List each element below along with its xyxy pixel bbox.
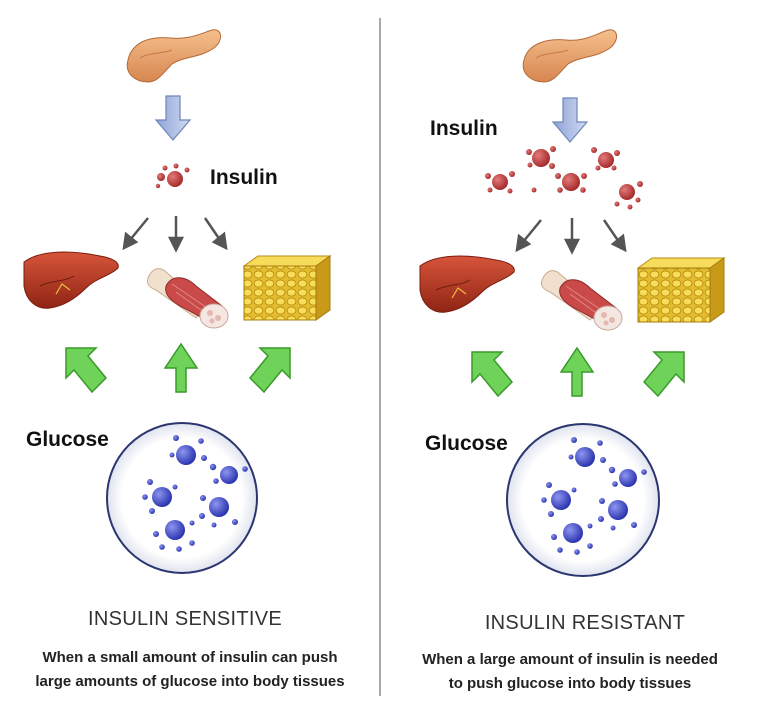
right-glucose-label: Glucose bbox=[425, 432, 508, 455]
right-title: INSULIN RESISTANT bbox=[484, 612, 686, 634]
glucose-circle bbox=[106, 422, 258, 574]
insulin-release-arrow bbox=[551, 97, 589, 143]
fat-tissue-icon bbox=[242, 255, 332, 321]
left-title: INSULIN SENSITIVE bbox=[87, 608, 283, 630]
liver-icon bbox=[23, 251, 119, 309]
insulin-release-arrow bbox=[154, 95, 192, 141]
left-insulin-label: Insulin bbox=[210, 166, 278, 189]
glucose-molecules bbox=[142, 435, 248, 552]
muscle-icon bbox=[147, 268, 229, 329]
left-glucose-label: Glucose bbox=[26, 428, 109, 451]
liver-icon bbox=[419, 255, 515, 313]
left-description-line1: When a small amount of insulin can push bbox=[42, 649, 338, 666]
fat-tissue-icon bbox=[636, 257, 726, 323]
pancreas-icon bbox=[522, 29, 617, 83]
insulin-molecules bbox=[485, 146, 643, 210]
glucose-uptake-arrows bbox=[65, 342, 291, 394]
right-insulin-label: Insulin bbox=[430, 117, 498, 140]
pancreas-icon bbox=[126, 29, 221, 83]
right-description-line2: to push glucose into body tissues bbox=[448, 675, 692, 692]
left-description: When a small amount of insulin can push … bbox=[0, 646, 380, 694]
panel-divider bbox=[379, 18, 381, 696]
right-description: When a large amount of insulin is needed… bbox=[380, 648, 760, 696]
right-description-line1: When a large amount of insulin is needed bbox=[422, 651, 718, 668]
insulin-molecules bbox=[155, 163, 190, 189]
insulin-target-arrows bbox=[515, 218, 627, 255]
muscle-icon bbox=[541, 270, 623, 331]
left-description-line2: large amounts of glucose into body tissu… bbox=[35, 673, 345, 690]
right-panel bbox=[419, 29, 726, 577]
glucose-uptake-arrows bbox=[471, 346, 685, 398]
left-panel bbox=[23, 29, 332, 574]
glucose-circle bbox=[506, 423, 660, 577]
insulin-target-arrows bbox=[122, 216, 228, 253]
glucose-molecules bbox=[541, 437, 647, 555]
